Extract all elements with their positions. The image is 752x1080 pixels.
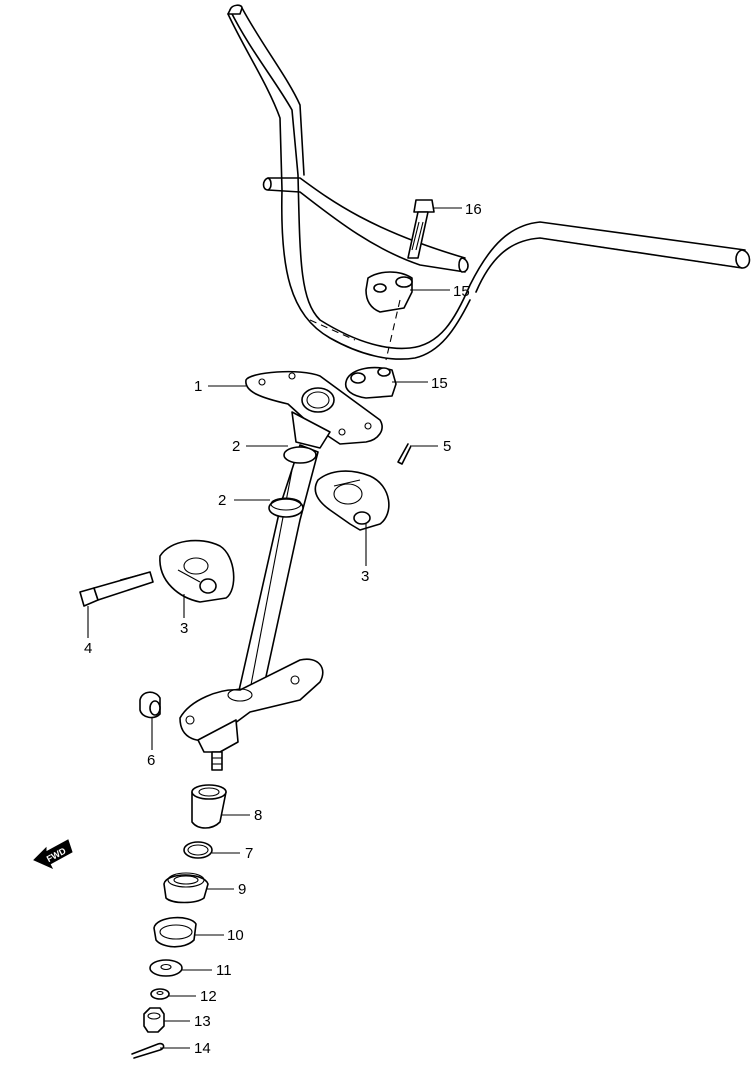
holder-bolt [79,571,154,607]
cotter-pin-5 [397,443,412,465]
callout-12: 12 [200,988,217,1005]
seal-9 [163,872,209,904]
handlebar [227,4,751,360]
callout-2-upper: 2 [232,438,240,455]
lower-handlebar-holder [344,366,397,399]
steering-shaft-upper-bracket [245,370,383,449]
callout-3-left: 3 [180,620,188,637]
callout-16: 16 [465,201,482,218]
callout-15-upper: 15 [453,283,470,300]
bushing-6 [139,691,161,719]
bushing-8 [191,784,227,829]
steering-shaft [179,444,324,771]
callout-2-lower: 2 [218,492,226,509]
o-ring-7 [183,841,213,859]
forward-direction-arrow: FWD [33,839,73,870]
leader-lines [87,207,462,1049]
steering-shaft-holder-right [314,470,390,531]
cotter-pin-14 [131,1042,165,1059]
callout-7: 7 [245,845,253,862]
callout-3-right: 3 [361,568,369,585]
callout-14: 14 [194,1040,211,1057]
callout-6: 6 [147,752,155,769]
upper-handlebar-holder [365,271,413,361]
callout-9: 9 [238,881,246,898]
callout-11: 11 [216,962,232,979]
steering-shaft-holder-left [159,539,235,603]
nut-13 [143,1007,165,1033]
washer-12 [150,988,170,1000]
callout-4: 4 [84,640,92,657]
seal-10 [153,916,197,948]
handlebar-clamp-bolt [407,199,435,259]
callout-10: 10 [227,927,244,944]
callout-8: 8 [254,807,262,824]
washer-11 [149,959,183,977]
callout-1: 1 [194,378,202,395]
callout-labels: 1 2 2 3 3 4 5 6 7 8 9 10 11 12 13 14 15 … [84,201,482,1057]
callout-5: 5 [443,438,451,455]
callout-15-lower: 15 [431,375,448,392]
callout-13: 13 [194,1013,211,1030]
